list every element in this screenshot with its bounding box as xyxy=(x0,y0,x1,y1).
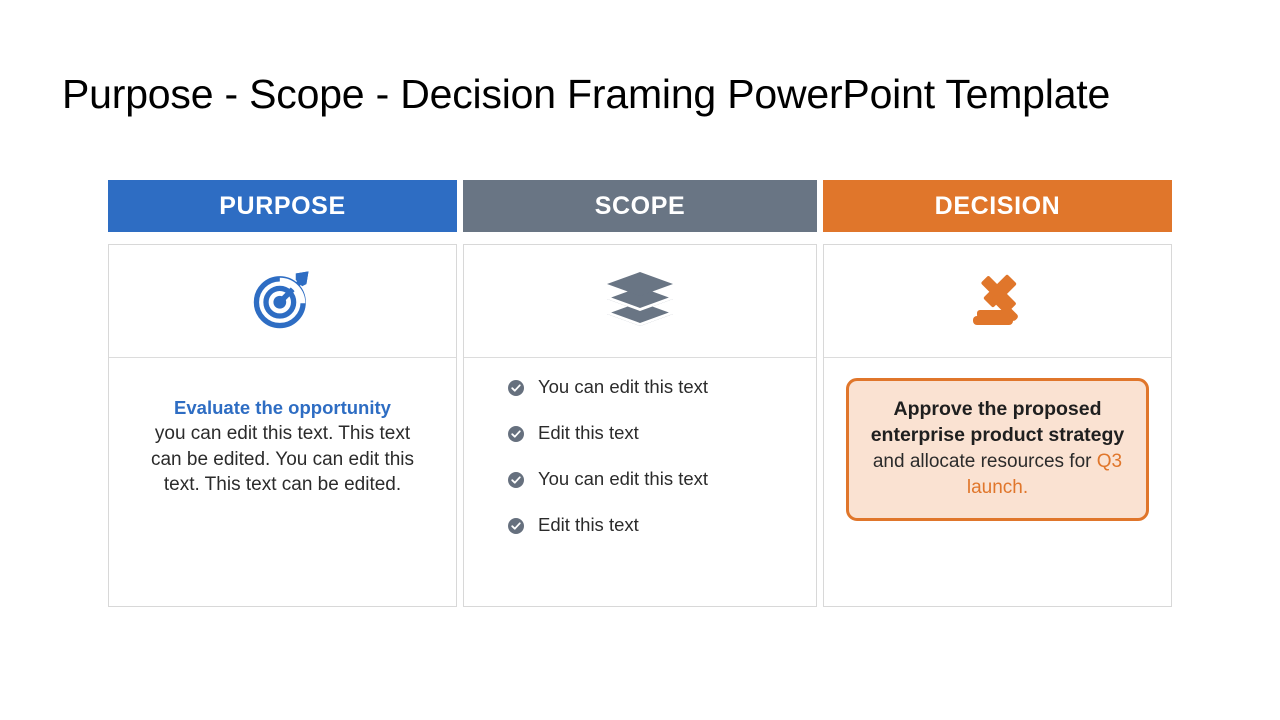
column-header-purpose[interactable]: PURPOSE xyxy=(108,180,457,232)
list-item-label: Edit this text xyxy=(538,514,639,535)
column-purpose: PURPOSE xyxy=(108,180,457,607)
target-arrow-icon xyxy=(249,265,317,338)
content-cell-scope: You can edit this text Edit this text xyxy=(464,358,816,606)
layers-stack-icon xyxy=(601,268,679,335)
decision-accent-text: Q3 launch. xyxy=(966,451,1123,498)
list-item[interactable]: You can edit this text xyxy=(508,468,802,490)
check-circle-icon xyxy=(508,425,524,442)
purpose-body-text: you can edit this text. This text can be… xyxy=(150,423,415,495)
icon-cell-scope xyxy=(464,245,816,358)
three-column-grid: PURPOSE xyxy=(108,180,1172,607)
purpose-lead-text: Evaluate the opportunity xyxy=(174,397,391,418)
column-header-decision[interactable]: DECISION xyxy=(823,180,1172,232)
check-circle-icon xyxy=(508,517,524,534)
decision-callout-box[interactable]: Approve the proposed enterprise product … xyxy=(846,378,1149,521)
list-item[interactable]: Edit this text xyxy=(508,422,802,444)
icon-cell-decision xyxy=(824,245,1171,358)
decision-headline: Approve the proposed enterprise product … xyxy=(870,398,1125,446)
check-circle-icon xyxy=(508,379,524,396)
column-header-scope[interactable]: SCOPE xyxy=(463,180,817,232)
list-item[interactable]: You can edit this text xyxy=(508,376,802,398)
column-body-scope: You can edit this text Edit this text xyxy=(463,244,817,607)
column-body-decision: Approve the proposed enterprise product … xyxy=(823,244,1172,607)
page-title: Purpose - Scope - Decision Framing Power… xyxy=(62,71,1111,118)
decision-subtext-plain: and allocate resources for xyxy=(872,451,1097,472)
content-cell-purpose: Evaluate the opportunity you can edit thi… xyxy=(109,358,456,606)
column-body-purpose: Evaluate the opportunity you can edit thi… xyxy=(108,244,457,607)
list-item-label: You can edit this text xyxy=(538,376,709,397)
gavel-icon xyxy=(957,266,1039,337)
check-circle-icon xyxy=(508,471,524,488)
purpose-paragraph: Evaluate the opportunity you can edit thi… xyxy=(123,395,442,498)
column-scope: SCOPE xyxy=(463,180,817,607)
decision-subtext: and allocate resources for Q3 launch. xyxy=(863,449,1132,500)
column-decision: DECISION App xyxy=(823,180,1172,607)
icon-cell-purpose xyxy=(109,245,456,358)
list-item-label: You can edit this text xyxy=(538,468,709,489)
scope-bullet-list: You can edit this text Edit this text xyxy=(478,376,802,536)
list-item-label: Edit this text xyxy=(538,422,639,443)
list-item[interactable]: Edit this text xyxy=(508,514,802,536)
content-cell-decision: Approve the proposed enterprise product … xyxy=(824,358,1171,606)
